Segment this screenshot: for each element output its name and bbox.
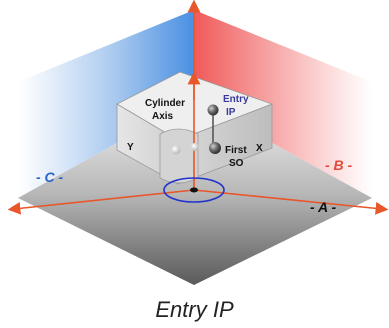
entry-ip-label-line2: IP: [226, 107, 236, 118]
cylinder-notch: [159, 128, 199, 184]
entry-circle: [163, 177, 225, 203]
first-so-ball: [209, 142, 221, 154]
plane-a-floor: [18, 100, 372, 285]
cylinder-axis-label-line2: Axis: [152, 111, 174, 122]
caption: Entry IP: [155, 297, 234, 322]
first-so-label-line1: First: [225, 145, 247, 156]
first-so-label-line2: SO: [229, 158, 244, 169]
plane-b: [194, 10, 372, 198]
entry-ip-label-line1: Entry: [223, 94, 249, 105]
axis-x-label: X: [256, 143, 263, 154]
plane-c: [18, 10, 194, 198]
entry-ip-ball: [207, 104, 219, 116]
arrow-b: [193, 189, 389, 215]
small-ball-left: [171, 145, 181, 155]
plane-c-label: - C -: [36, 169, 64, 185]
axis-y-label: Y: [127, 142, 134, 153]
plane-b-label: - B -: [325, 157, 353, 173]
arrow-c: [7, 189, 195, 215]
small-ball-mid: [191, 143, 199, 151]
plane-a-label: - A -: [310, 199, 337, 215]
entry-circle-center: [190, 187, 198, 193]
cylinder-axis-label-line1: Cylinder: [145, 98, 185, 109]
